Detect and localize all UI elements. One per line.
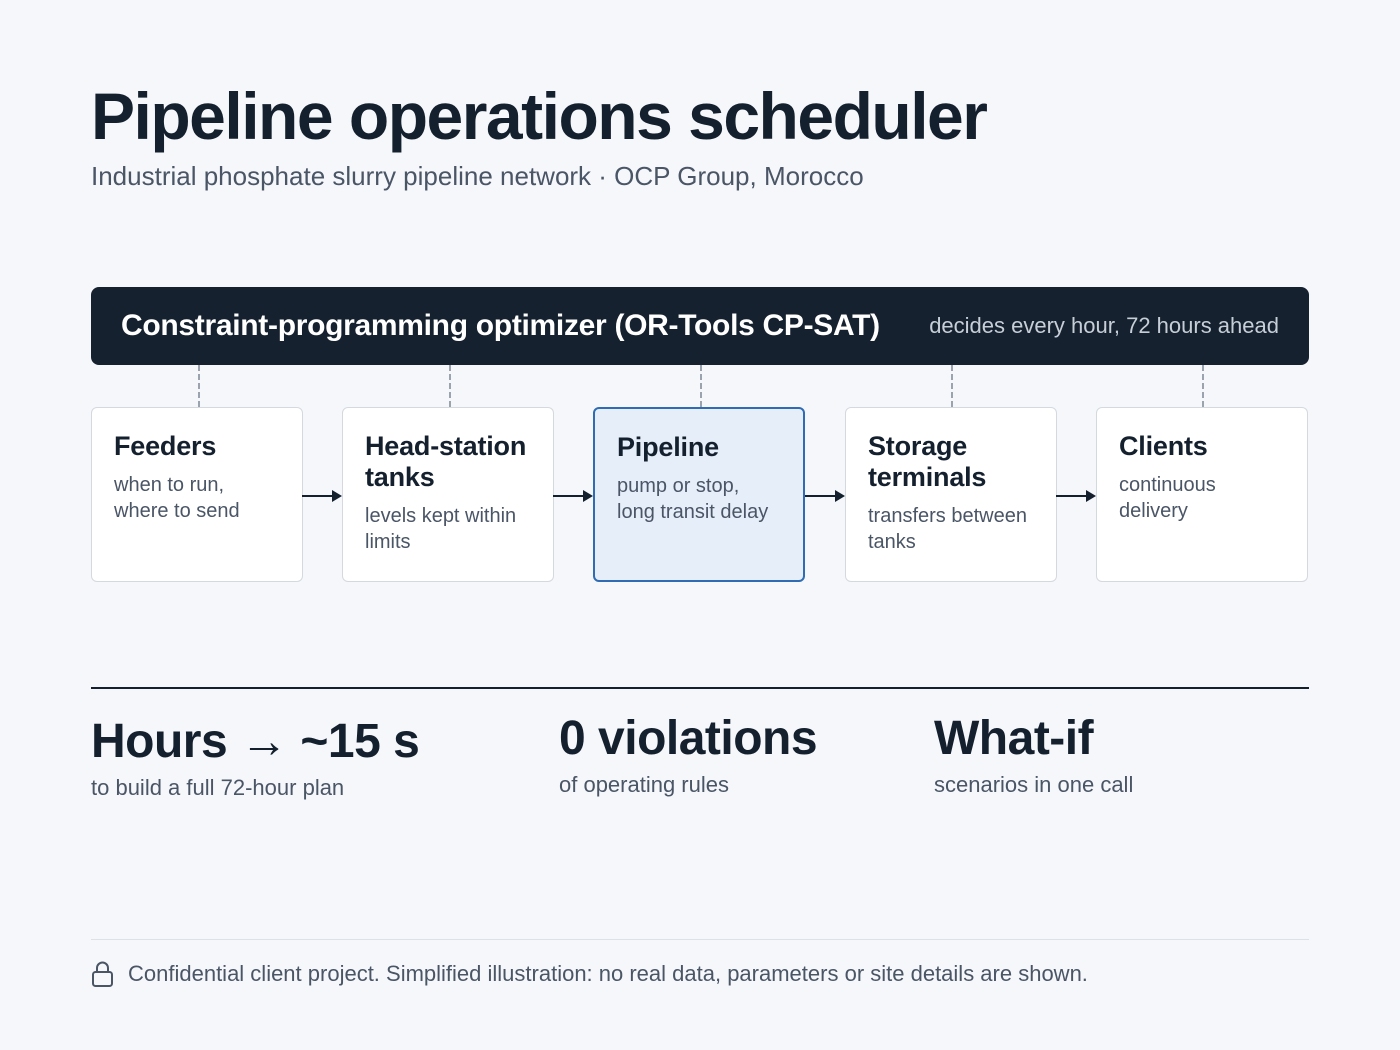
flow-node-clients: Clients continuous delivery bbox=[1096, 407, 1308, 582]
flow-node-feeders: Feeders when to run, where to send bbox=[91, 407, 303, 582]
stat-what-if: What-if scenarios in one call bbox=[934, 711, 1133, 799]
stat-label: scenarios in one call bbox=[934, 772, 1134, 797]
footer-divider bbox=[91, 939, 1309, 940]
flow-arrow-icon bbox=[1056, 490, 1096, 502]
node-title: Pipeline bbox=[617, 432, 719, 462]
footer-text: Confidential client project. Simplified … bbox=[128, 961, 1088, 986]
node-title: Clients bbox=[1119, 431, 1208, 461]
confidentiality-note: Confidential client project. Simplified … bbox=[91, 960, 1088, 988]
page-subtitle: Industrial phosphate slurry pipeline net… bbox=[91, 161, 864, 191]
node-description: continuous delivery bbox=[1119, 474, 1216, 522]
optimizer-note: decides every hour, 72 hours ahead bbox=[929, 313, 1279, 338]
node-title: Feeders bbox=[114, 431, 217, 461]
optimizer-connector bbox=[198, 365, 200, 407]
stat-value: What-if bbox=[934, 712, 1094, 765]
section-divider bbox=[91, 687, 1309, 689]
node-title: Head-station tanks bbox=[365, 431, 527, 492]
optimizer-connector bbox=[951, 365, 953, 407]
stat-value: 0 violations bbox=[559, 712, 818, 765]
stat-planning-time: Hours → ~15 s to build a full 72-hour pl… bbox=[91, 714, 420, 802]
stat-label: to build a full 72-hour plan bbox=[91, 775, 345, 800]
flow-arrow-icon bbox=[553, 490, 593, 502]
node-description: pump or stop, long transit delay bbox=[617, 475, 769, 523]
node-title: Storage terminals bbox=[868, 431, 987, 492]
stat-violations: 0 violations of operating rules bbox=[559, 711, 818, 799]
stat-value: Hours → ~15 s bbox=[91, 715, 420, 768]
optimizer-connector bbox=[1202, 365, 1204, 407]
node-description: transfers between tanks bbox=[868, 505, 1027, 553]
flow-node-storage-terminals: Storage terminals transfers between tank… bbox=[845, 407, 1057, 582]
optimizer-connector bbox=[449, 365, 451, 407]
flow-node-pipeline: Pipeline pump or stop, long transit dela… bbox=[593, 407, 805, 582]
stat-label: of operating rules bbox=[559, 772, 729, 797]
flow-node-head-station-tanks: Head-station tanks levels kept within li… bbox=[342, 407, 554, 582]
optimizer-title: Constraint-programming optimizer (OR-Too… bbox=[121, 309, 880, 342]
lock-icon bbox=[92, 961, 113, 987]
flow-arrow-icon bbox=[805, 490, 845, 502]
node-description: levels kept within limits bbox=[365, 505, 517, 553]
optimizer-banner: Constraint-programming optimizer (OR-Too… bbox=[91, 287, 1309, 365]
node-description: when to run, where to send bbox=[114, 474, 240, 522]
page-title: Pipeline operations scheduler bbox=[91, 79, 988, 153]
optimizer-connector bbox=[700, 365, 702, 407]
flow-arrow-icon bbox=[302, 490, 342, 502]
